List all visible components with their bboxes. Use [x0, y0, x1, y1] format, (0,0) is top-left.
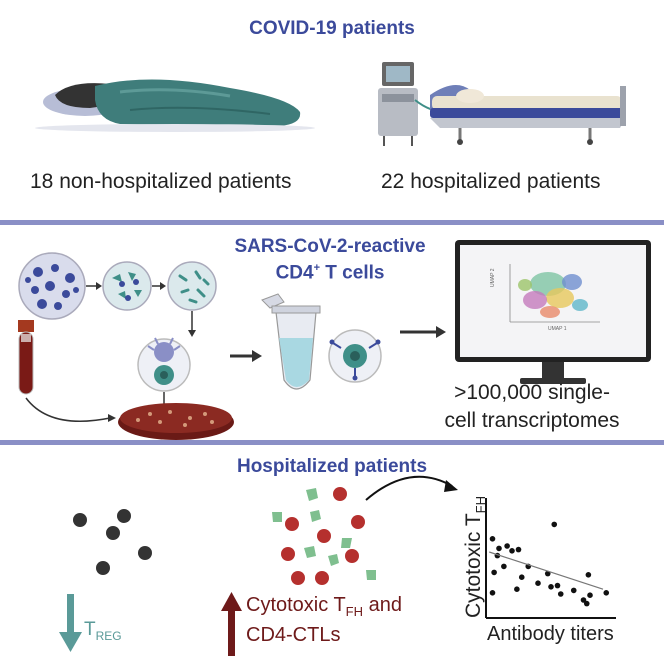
- y-axis-label-main: Cytotoxic T: [462, 513, 485, 618]
- computer-monitor-icon: [455, 240, 651, 384]
- scatter-point-9: [518, 574, 525, 580]
- scatter-point-11: [554, 582, 561, 589]
- scatter-point-18: [580, 597, 587, 603]
- petri-dish-icon: [118, 403, 234, 440]
- scatter-point-19: [603, 590, 610, 596]
- virus-icon: [18, 252, 86, 320]
- umap-x-label: UMAP 1: [548, 326, 567, 332]
- t-cell-icon: [328, 329, 382, 383]
- scatter-point-4: [509, 548, 515, 554]
- middle-title-line2: CD4+ T cells: [225, 262, 435, 284]
- upregulated-line1: Cytotoxic TFH and: [246, 594, 402, 619]
- down-arrow-icon: [59, 594, 82, 652]
- cd4-label: CD4: [275, 262, 314, 284]
- top-title: COVID-19 patients: [249, 18, 415, 39]
- trend-line: [489, 551, 604, 590]
- scatter-point-8: [491, 569, 497, 576]
- treg-label: TREG: [84, 619, 122, 643]
- scatter-point-16: [570, 587, 577, 594]
- upregulated-line2: CD4-CTLs: [246, 624, 341, 646]
- umap-plot-icon: [518, 272, 588, 318]
- lying-patient-illustration: [35, 79, 315, 132]
- middle-title-line1: SARS-CoV-2-reactive: [234, 236, 426, 257]
- scatter-point-23: [557, 591, 564, 597]
- t-cells-label: T cells: [320, 262, 385, 284]
- protein-icon: [102, 261, 152, 311]
- scatter-point-17: [587, 592, 593, 598]
- scatter-point-6: [501, 563, 507, 570]
- transcriptomes-line2: cell transcriptomes: [444, 409, 620, 432]
- non-hospitalized-label: 18 non-hospitalized patients: [30, 170, 292, 193]
- transcriptomes-line1: >100,000 single-: [454, 381, 610, 404]
- scatter-point-1: [496, 545, 502, 552]
- scatter-point-13: [489, 590, 496, 596]
- scatter-point-0: [489, 536, 496, 542]
- tube-icon: [261, 293, 321, 390]
- scatter-point-20: [585, 572, 592, 578]
- bottom-title: Hospitalized patients: [236, 456, 428, 477]
- treg-cells-icon: [73, 509, 152, 575]
- divider-bottom: [0, 440, 664, 445]
- blood-tube-icon: [18, 320, 34, 395]
- cell-interaction-icon: [137, 337, 191, 392]
- y-axis-label-sub: FH: [473, 496, 489, 514]
- scatter-point-10: [535, 580, 541, 586]
- scatter-point-12: [514, 586, 520, 592]
- scatter-point-21: [551, 521, 558, 528]
- upregulated-post: and: [363, 594, 402, 616]
- y-axis-label: Cytotoxic TFH: [462, 496, 488, 618]
- up-arrow-icon: [221, 592, 242, 656]
- hospital-bed-illustration: [378, 62, 626, 146]
- x-axis-label: Antibody titers: [487, 623, 614, 645]
- treg-sub: REG: [95, 628, 122, 643]
- hospitalized-label: 22 hospitalized patients: [381, 170, 601, 193]
- scatter-point-2: [504, 543, 510, 549]
- peptides-icon: [167, 261, 217, 311]
- upregulated-sub: FH: [345, 604, 364, 619]
- scatter-point-5: [515, 546, 522, 553]
- scatter-point-15: [548, 584, 554, 590]
- cytotoxic-cells-icon: [272, 487, 376, 585]
- scatter-point-22: [583, 600, 590, 607]
- cd4-sup: +: [313, 262, 321, 274]
- curved-arrow-icon: [365, 475, 453, 501]
- upregulated-pre: Cytotoxic T: [246, 594, 346, 616]
- treg-main: T: [84, 619, 96, 640]
- divider-top: [0, 220, 664, 225]
